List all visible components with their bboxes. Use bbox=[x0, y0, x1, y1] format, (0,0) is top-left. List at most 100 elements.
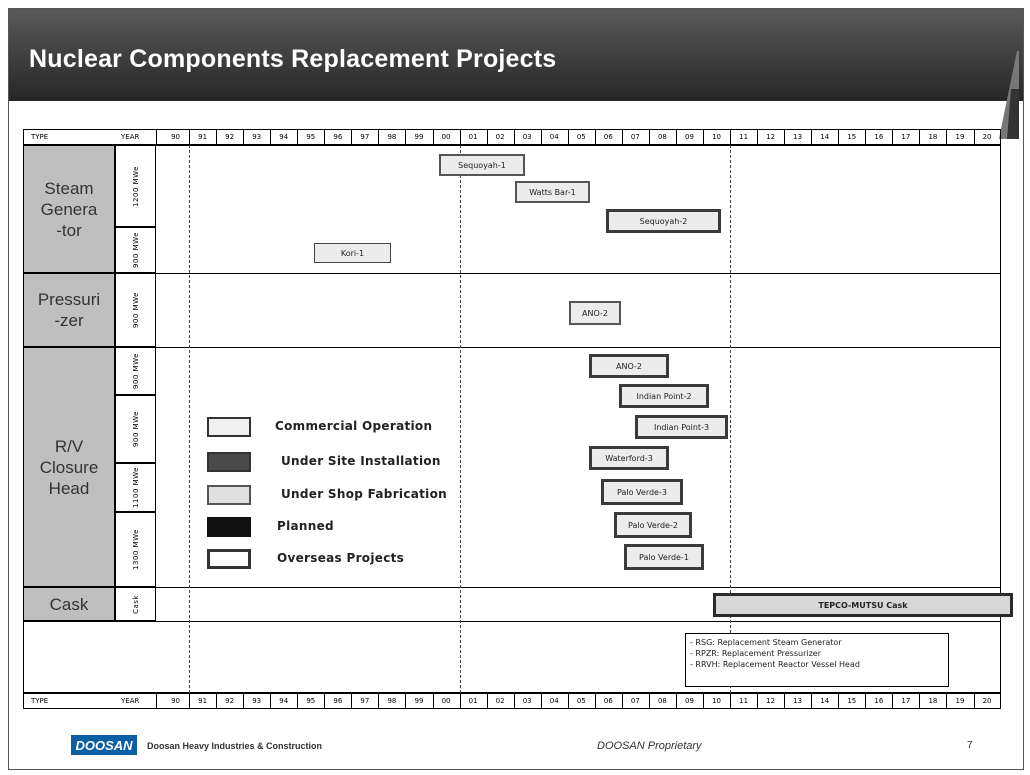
year-header-label: YEAR bbox=[121, 133, 140, 141]
project-bar: Indian Point-3 bbox=[635, 415, 728, 439]
type-cell: R/V Closure Head bbox=[23, 347, 115, 587]
year-divider bbox=[784, 129, 786, 145]
project-bar: Palo Verde-3 bbox=[601, 479, 683, 505]
year-cell: 11 bbox=[739, 133, 749, 141]
year-cell: 09 bbox=[685, 133, 694, 141]
year-divider bbox=[540, 693, 542, 709]
year-cell: 01 bbox=[468, 697, 478, 705]
slide-title: Nuclear Components Replacement Projects bbox=[29, 45, 557, 73]
year-cell: 93 bbox=[252, 697, 262, 705]
type-header-label: TYPE bbox=[31, 133, 49, 141]
year-cell: 00 bbox=[441, 133, 451, 141]
capacity-cell: Cask bbox=[115, 587, 156, 621]
year-divider bbox=[594, 693, 596, 709]
capacity-label: Cask bbox=[131, 594, 140, 614]
decade-line bbox=[189, 145, 191, 693]
year-divider bbox=[324, 693, 326, 709]
proprietary-label: DOOSAN Proprietary bbox=[597, 740, 702, 752]
year-divider bbox=[243, 693, 245, 709]
section-line bbox=[23, 273, 1001, 274]
year-cell: 09 bbox=[685, 697, 694, 705]
year-divider bbox=[486, 693, 488, 709]
year-divider bbox=[513, 693, 515, 709]
year-divider bbox=[784, 693, 786, 709]
year-cell: 96 bbox=[333, 697, 343, 705]
year-cell: 10 bbox=[712, 697, 721, 705]
year-divider bbox=[567, 129, 569, 145]
year-divider bbox=[730, 693, 732, 709]
year-cell: 12 bbox=[766, 133, 776, 141]
project-bar: Waterford-3 bbox=[589, 446, 669, 470]
year-cell: 06 bbox=[603, 697, 613, 705]
year-cell: 14 bbox=[820, 697, 830, 705]
year-cell: 99 bbox=[414, 697, 424, 705]
year-divider bbox=[324, 129, 326, 145]
year-divider bbox=[351, 693, 353, 709]
year-divider bbox=[703, 129, 704, 145]
page-number: 7 bbox=[967, 740, 973, 751]
year-cell: 97 bbox=[360, 133, 370, 141]
year-divider bbox=[757, 693, 759, 709]
project-bar: ANO-2 bbox=[589, 354, 669, 378]
year-cell: 02 bbox=[495, 697, 505, 705]
year-cell: 14 bbox=[820, 133, 830, 141]
year-divider bbox=[757, 129, 759, 145]
year-divider bbox=[648, 129, 650, 145]
year-cell: 16 bbox=[874, 697, 884, 705]
project-bar: Palo Verde-1 bbox=[624, 544, 704, 570]
project-bar: Sequoyah-1 bbox=[439, 154, 525, 176]
legend-label: Commercial Operation bbox=[275, 419, 433, 433]
project-bar: ANO-2 bbox=[569, 301, 621, 325]
capacity-cell: 1200 MWe bbox=[115, 145, 156, 227]
year-cell: 17 bbox=[901, 697, 911, 705]
year-divider bbox=[838, 693, 840, 709]
year-divider bbox=[459, 693, 461, 709]
capacity-cell: 900 MWe bbox=[115, 227, 156, 273]
year-cell: 13 bbox=[793, 133, 803, 141]
year-divider bbox=[946, 693, 948, 709]
year-cell: 10 bbox=[712, 133, 721, 141]
year-cell: 90 bbox=[171, 697, 180, 705]
decade-line bbox=[730, 145, 732, 693]
year-cell: 92 bbox=[225, 697, 235, 705]
year-cell: 12 bbox=[766, 697, 776, 705]
year-divider bbox=[405, 693, 407, 709]
year-cell: 06 bbox=[603, 133, 613, 141]
year-cell: 93 bbox=[252, 133, 262, 141]
year-cell: 08 bbox=[657, 697, 667, 705]
abbreviation-notes: - RSG: Replacement Steam Generator - RPZ… bbox=[685, 633, 949, 687]
year-cell: 05 bbox=[576, 133, 586, 141]
year-cell: 03 bbox=[522, 133, 532, 141]
year-cell: 97 bbox=[360, 697, 370, 705]
year-cell: 01 bbox=[468, 133, 478, 141]
capacity-cell: 900 MWe bbox=[115, 273, 156, 347]
year-divider bbox=[243, 129, 245, 145]
year-divider bbox=[540, 129, 542, 145]
year-divider bbox=[405, 129, 407, 145]
year-divider bbox=[486, 129, 488, 145]
note-rrvh: - RRVH: Replacement Reactor Vessel Head bbox=[690, 660, 860, 669]
year-divider bbox=[216, 693, 218, 709]
year-header-top bbox=[23, 129, 1001, 145]
year-divider bbox=[297, 693, 299, 709]
header-divider bbox=[156, 129, 157, 145]
type-cell: Cask bbox=[23, 587, 115, 621]
section-line bbox=[23, 587, 1001, 588]
company-name: Doosan Heavy Industries & Construction bbox=[147, 741, 323, 751]
year-divider bbox=[811, 129, 813, 145]
project-bar: Watts Bar-1 bbox=[515, 181, 590, 203]
year-cell: 05 bbox=[576, 697, 586, 705]
year-divider bbox=[675, 129, 677, 145]
year-divider bbox=[892, 693, 894, 709]
year-cell: 07 bbox=[630, 133, 640, 141]
year-cell: 94 bbox=[279, 697, 289, 705]
legend-swatch bbox=[207, 452, 251, 472]
year-cell: 16 bbox=[874, 133, 884, 141]
year-cell: 90 bbox=[171, 133, 180, 141]
year-cell: 20 bbox=[982, 697, 992, 705]
year-divider bbox=[838, 129, 840, 145]
year-cell: 95 bbox=[306, 697, 316, 705]
capacity-label: 1200 MWe bbox=[131, 165, 140, 207]
year-cell: 08 bbox=[657, 133, 667, 141]
year-cell: 95 bbox=[306, 133, 316, 141]
